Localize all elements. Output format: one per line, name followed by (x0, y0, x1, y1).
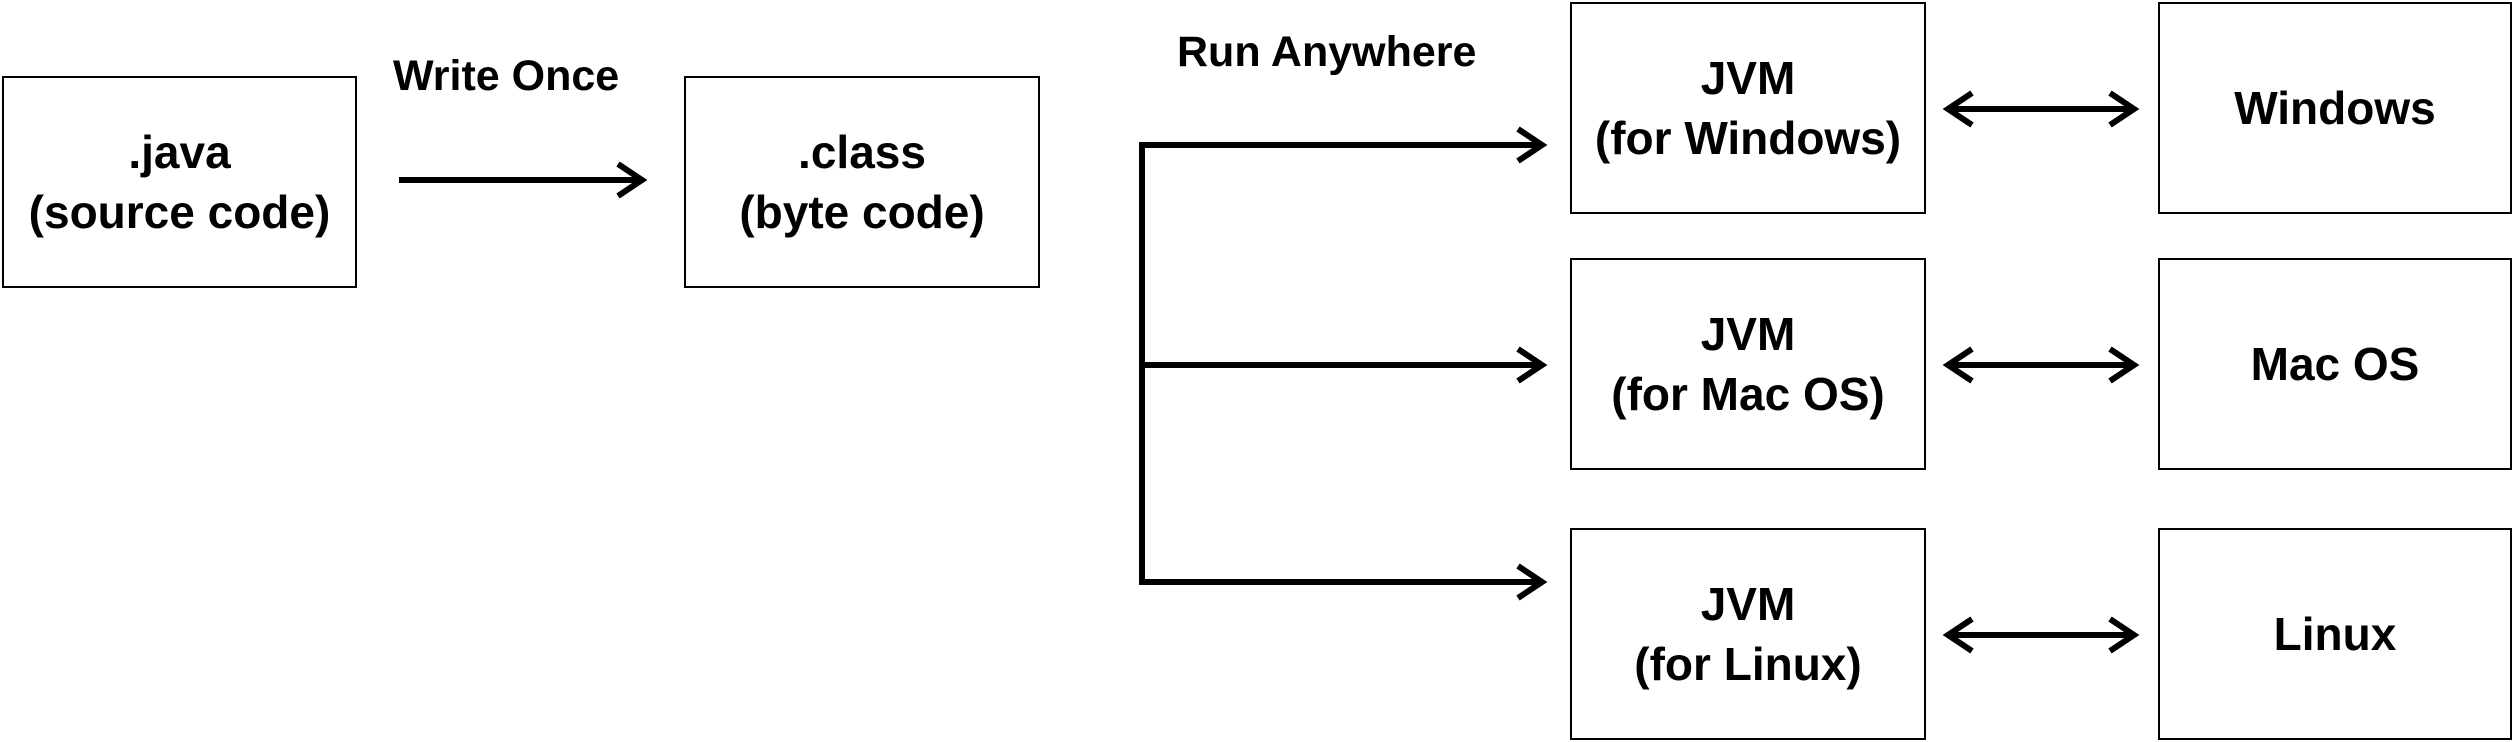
os-linux-box: Linux (2158, 528, 2512, 740)
write-once-label: Write Once (393, 52, 620, 100)
jvm-macos-box: JVM (for Mac OS) (1570, 258, 1926, 470)
byte-code-box: .class (byte code) (684, 76, 1040, 288)
source-code-box: .java (source code) (2, 76, 357, 288)
jvm-windows-box: JVM (for Windows) (1570, 2, 1926, 214)
byte-code-subtitle: (byte code) (739, 186, 985, 238)
jvm-macos-subtitle: (for Mac OS) (1611, 368, 1885, 420)
jvm-windows-title: JVM (1700, 52, 1796, 104)
jvm-windows-subtitle: (for Windows) (1594, 112, 1902, 164)
jvm-linux-subtitle: (for Linux) (1634, 638, 1862, 690)
write-once-arrow (399, 161, 648, 199)
jvm-os-arrow-linux (1942, 616, 2140, 654)
source-code-subtitle: (source code) (28, 186, 331, 238)
os-macos-box: Mac OS (2158, 258, 2512, 470)
os-macos-label: Mac OS (2250, 338, 2420, 390)
source-code-title: .java (128, 126, 231, 178)
byte-code-title: .class (798, 126, 926, 178)
jvm-macos-title: JVM (1700, 308, 1796, 360)
run-anywhere-label: Run Anywhere (1177, 28, 1477, 76)
jvm-linux-title: JVM (1700, 578, 1796, 630)
jvm-os-arrow-windows (1942, 90, 2140, 128)
jvm-linux-box: JVM (for Linux) (1570, 528, 1926, 740)
os-windows-label: Windows (2234, 82, 2436, 134)
os-linux-label: Linux (2273, 608, 2397, 660)
os-windows-box: Windows (2158, 2, 2512, 214)
run-anywhere-bracket (1139, 126, 1548, 601)
jvm-os-arrow-macos (1942, 346, 2140, 384)
